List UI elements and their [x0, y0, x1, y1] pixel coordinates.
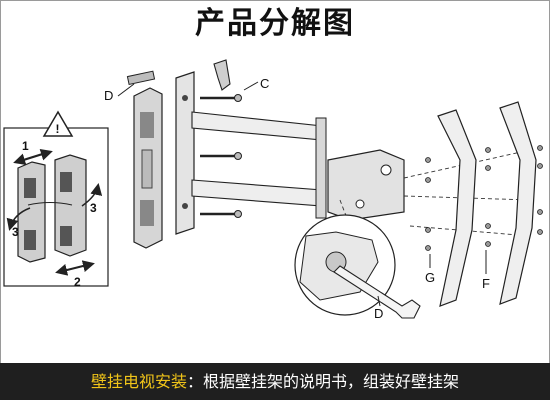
caption-separator: ： [186, 372, 203, 391]
vesa-rail-left [437, 109, 477, 307]
vesa-rail-right [499, 101, 537, 305]
caption-text: 根据壁挂架的说明书，组装好壁挂架 [203, 372, 460, 391]
hook-part [213, 59, 231, 91]
wall-anchor [126, 70, 156, 86]
caption-highlight: 壁挂电视安装 [90, 372, 187, 391]
label-f: F [482, 276, 490, 291]
exploded-view-diagram: 1 2 3 3 ! D C [3, 59, 543, 321]
tilt-head [327, 149, 405, 221]
clip-inset [3, 127, 109, 287]
label-d-top: D [104, 88, 113, 103]
wall-bracket [175, 71, 195, 235]
label-d-bottom: D [374, 306, 383, 321]
wrench-detail [294, 214, 421, 319]
warning-icon [42, 110, 74, 137]
spacers-and-bolts [425, 145, 543, 251]
wall-plate [133, 87, 163, 249]
label-g: G [425, 270, 435, 285]
step-2-label: 2 [74, 275, 81, 289]
step-1-label: 1 [22, 139, 29, 153]
step-3a-label: 3 [12, 225, 19, 239]
warning-mark: ! [56, 122, 60, 136]
lag-screws [200, 94, 242, 218]
step-3b-label: 3 [90, 201, 97, 215]
swing-arms [191, 111, 327, 219]
caption-bar: 壁挂电视安装：根据壁挂架的说明书，组装好壁挂架 [0, 363, 550, 400]
page-title: 产品分解图 [195, 6, 355, 41]
label-c: C [260, 76, 269, 91]
